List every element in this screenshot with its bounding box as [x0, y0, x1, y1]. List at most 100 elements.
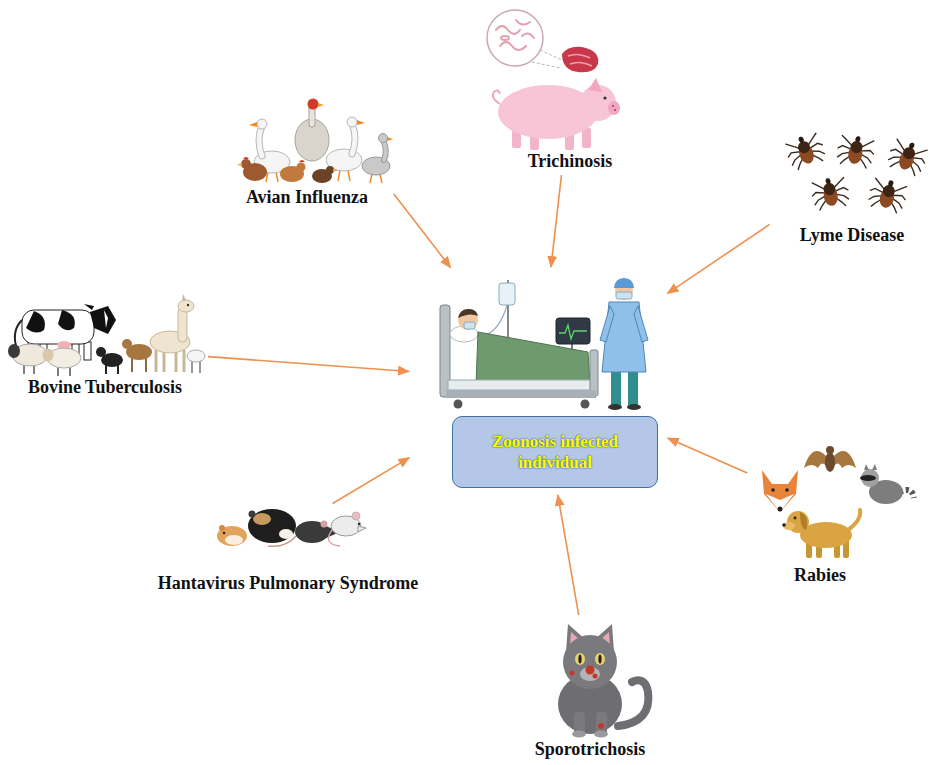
cat-illustration	[598, 655, 601, 664]
tick-illustration	[866, 176, 909, 214]
cat-illustration	[593, 674, 598, 679]
livestock-illustration	[104, 310, 108, 328]
rabies-animals-illustration	[826, 446, 834, 454]
arrow-connector	[208, 357, 409, 372]
poultry-illustration	[370, 174, 372, 183]
arrow-connector	[551, 175, 561, 267]
rabies-animals-illustration	[800, 512, 807, 530]
cat-illustration	[598, 723, 604, 729]
rabies-animals-illustration	[785, 488, 789, 492]
trichinosis-illustration	[493, 90, 500, 104]
livestock-illustration	[175, 350, 178, 372]
hospital-illustration	[454, 400, 463, 409]
hospital-illustration	[581, 400, 590, 409]
callout-box: Zoonosis infected individual	[452, 416, 658, 488]
cat-illustration	[595, 653, 605, 665]
cat-illustration	[594, 731, 608, 738]
trichinosis-illustration	[516, 20, 530, 25]
arrow-connector	[558, 495, 579, 615]
rodent-illustration	[328, 530, 340, 546]
disease-node: Lyme Disease	[772, 135, 932, 246]
cat-illustration	[575, 653, 585, 665]
poultry-illustration	[387, 137, 393, 141]
poultry-illustration	[309, 108, 316, 124]
hospital-illustration	[616, 292, 632, 299]
arrow-connector	[394, 194, 451, 268]
hospital-illustration	[628, 370, 638, 406]
cat-illustration	[572, 731, 586, 738]
trichinosis-illustration	[540, 50, 562, 60]
disease-node: Bovine Tuberculosis	[5, 300, 205, 398]
hub-label: Zoonosis infected individual	[479, 431, 631, 474]
rabies-animals-illustration	[861, 469, 879, 487]
livestock-illustration	[131, 358, 133, 372]
livestock-illustration	[15, 320, 22, 346]
cat-illustration	[618, 680, 648, 726]
rabies-animals-illustration	[766, 494, 794, 512]
rabies-animals-illustration	[834, 451, 856, 468]
hospital-illustration	[476, 332, 590, 384]
rodent-illustration	[279, 529, 293, 539]
tick-illustration	[783, 131, 929, 214]
arrow-connector	[667, 224, 769, 293]
trichinosis-illustration	[487, 10, 620, 150]
hospital-illustration	[484, 305, 507, 336]
livestock-illustration	[43, 349, 54, 362]
poultry-illustration	[318, 103, 324, 107]
rabies-animals-illustration	[762, 470, 798, 512]
hospital-illustration	[590, 350, 598, 396]
poultry-illustration	[297, 163, 306, 172]
poultry-illustration	[352, 124, 355, 154]
trichinosis-illustration	[568, 54, 592, 66]
tick-illustration	[810, 175, 851, 211]
rabies-animals-illustration	[783, 522, 795, 530]
livestock-illustration	[132, 358, 146, 372]
livestock-illustration	[58, 310, 75, 330]
trichinosis-illustration	[588, 78, 602, 92]
hospital-illustration	[559, 325, 587, 339]
hospital-illustration	[446, 390, 596, 398]
poultry-illustration	[237, 99, 393, 184]
trichinosis-illustration	[496, 26, 520, 34]
poultry-illustration	[357, 120, 365, 125]
disease-node: Rabies	[750, 435, 890, 586]
poultry-illustration	[383, 140, 386, 160]
livestock-illustration	[178, 300, 194, 312]
livestock-illustration	[183, 350, 186, 372]
rabies-animals-illustration	[778, 507, 783, 512]
disease-label: Sporotrichosis	[535, 739, 646, 760]
poultry-illustration	[338, 170, 340, 181]
livestock-illustration	[163, 350, 166, 372]
poultry-illustration	[380, 174, 382, 183]
tick-illustration	[886, 137, 930, 178]
cat-illustration	[570, 671, 575, 676]
connector-group	[208, 175, 770, 615]
rodent-illustration	[249, 511, 256, 518]
trichinosis-illustration	[614, 109, 616, 111]
hospital-illustration	[634, 306, 648, 342]
hospital-illustration	[556, 318, 590, 344]
poultry-illustration	[299, 160, 305, 162]
trichinosis-illustration	[487, 10, 543, 66]
livestock-illustration	[90, 306, 116, 334]
poultry-illustration	[347, 117, 357, 127]
poultry-illustration	[379, 134, 388, 143]
trichinosis-illustration	[501, 36, 509, 40]
cat-illustration	[558, 624, 648, 738]
rodent-illustration	[321, 521, 328, 528]
livestock-illustration	[96, 347, 106, 357]
poultry-illustration	[333, 169, 338, 172]
livestock-illustration	[155, 350, 158, 372]
arrow-connector	[333, 458, 410, 504]
trichinosis-illustration	[500, 42, 526, 50]
livestock-illustration	[187, 350, 205, 362]
rabies-animals-illustration	[762, 446, 914, 558]
trichinosis-illustration	[532, 62, 560, 68]
rabies-animals-illustration	[771, 488, 775, 492]
rabies-animals-illustration	[848, 510, 860, 530]
rodent-illustration	[358, 526, 366, 532]
livestock-illustration	[84, 304, 94, 310]
livestock-illustration	[182, 294, 186, 301]
rabies-animals-illustration	[782, 523, 786, 527]
poultry-illustration	[308, 99, 319, 110]
